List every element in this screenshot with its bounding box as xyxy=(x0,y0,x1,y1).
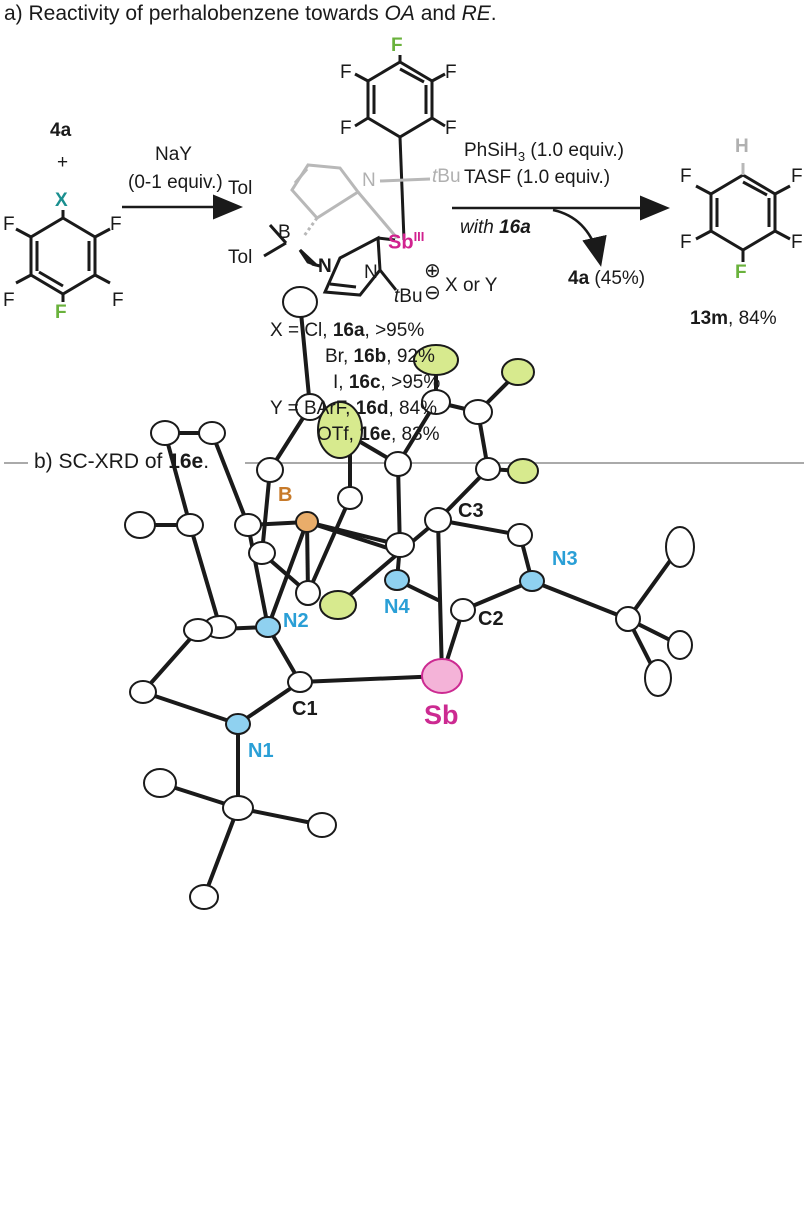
yield-16a: X = Cl, 16a, >95% xyxy=(270,320,425,341)
tol-bottom: Tol xyxy=(228,247,253,268)
reactant-f-ne: F xyxy=(110,214,122,235)
ortep-atoms xyxy=(124,286,695,910)
antimony-atom: SbIII xyxy=(388,229,425,254)
product-yield: 13m, 84% xyxy=(690,308,777,329)
label-N2: N2 xyxy=(283,610,309,632)
back-imidazole-n: N xyxy=(362,170,376,191)
imidazole-back xyxy=(290,163,431,239)
c6f5-ring xyxy=(354,55,446,241)
c6f5-f-para: F xyxy=(391,35,403,56)
arrow2-with: with 16a xyxy=(460,217,531,238)
arrow2-silane: PhSiH3 (1.0 equiv.) xyxy=(464,140,625,164)
reactant-f-nw: F xyxy=(3,214,15,235)
panel-b-title: b) SC-XRD of 16e. xyxy=(34,450,210,473)
product-ring xyxy=(695,173,791,262)
counterion: X or Y xyxy=(445,275,498,296)
front-imidazole-n1: N xyxy=(318,256,332,277)
product-f-nw: F xyxy=(680,166,692,187)
yield-16e: OTf, 16e, 83% xyxy=(317,424,440,445)
product-f-sw: F xyxy=(680,232,692,253)
panel-a-title: a) Reactivity of perhalobenzene towards … xyxy=(4,2,497,25)
cation-charge: ⊕ xyxy=(424,260,441,282)
product-f-para: F xyxy=(735,262,747,283)
yield-16d: Y = BArF, 16d, 84% xyxy=(270,398,438,419)
front-imidazole-n2: N xyxy=(364,262,378,283)
byproduct-curved-arrow xyxy=(552,208,607,267)
reactant-f-se: F xyxy=(112,290,124,311)
product-h: H xyxy=(735,136,749,157)
yield-16c: I, 16c, >95% xyxy=(333,372,441,393)
product-f-se: F xyxy=(791,232,803,253)
label-N1: N1 xyxy=(248,740,274,762)
reagent-4a: 4a xyxy=(50,120,72,141)
label-Sb: Sb xyxy=(424,700,459,730)
front-tbu: tBu xyxy=(394,286,423,307)
label-N4: N4 xyxy=(384,596,410,618)
atom-x: X xyxy=(55,190,68,211)
reactant-f-para: F xyxy=(55,302,67,323)
tol-top: Tol xyxy=(228,178,253,199)
label-B: B xyxy=(278,484,293,506)
product-f-ne: F xyxy=(791,166,803,187)
c6f5-f-4: F xyxy=(445,118,457,139)
arrow2-tasf: TASF (1.0 equiv.) xyxy=(464,167,611,188)
back-tbu: tBu xyxy=(432,166,461,187)
reactant-ring xyxy=(15,210,111,302)
label-C3: C3 xyxy=(458,500,484,522)
c6f5-f-3: F xyxy=(340,118,352,139)
arrow1-equiv: (0-1 equiv.) xyxy=(128,172,223,193)
label-N3: N3 xyxy=(552,548,578,570)
c6f5-f-2: F xyxy=(445,62,457,83)
front-imidazole xyxy=(263,224,398,297)
plus-sign: + xyxy=(57,152,69,173)
anion-charge: ⊖ xyxy=(424,282,441,304)
reactant-f-sw: F xyxy=(3,290,15,311)
boron-atom: B xyxy=(278,222,291,243)
label-C1: C1 xyxy=(292,698,318,720)
arrow1-reagent: NaY xyxy=(155,144,192,165)
byproduct-4a: 4a (45%) xyxy=(568,268,646,289)
label-C2: C2 xyxy=(478,608,504,630)
c6f5-f-1: F xyxy=(340,62,352,83)
yield-16b: Br, 16b, 92% xyxy=(325,346,435,367)
